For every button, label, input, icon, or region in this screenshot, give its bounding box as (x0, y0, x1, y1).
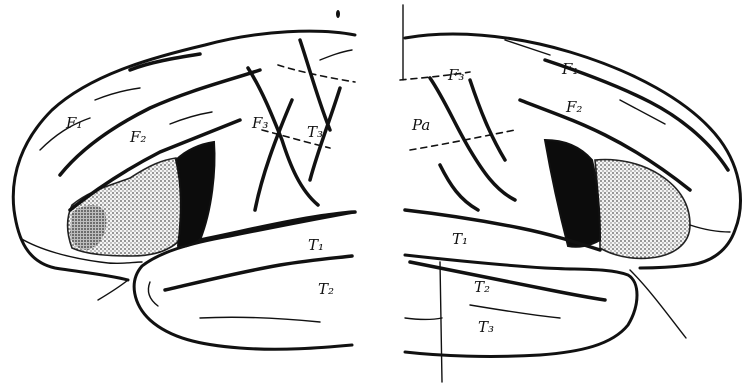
label-left-t1: T₁ (308, 236, 324, 254)
right-pointer-line (630, 270, 686, 338)
label-left-f3: F₃ (251, 114, 268, 132)
label-right-f1: F₁ (561, 60, 578, 78)
right-lesion-stippled (595, 160, 690, 259)
label-left-t3-upper: T₃ (307, 123, 323, 141)
label-right-f3: F₃ (447, 66, 464, 84)
label-right-f2: F₂ (565, 98, 582, 116)
left-sulcus-minor (95, 88, 140, 100)
left-sulcus (300, 40, 330, 130)
label-left-f1: F₁ (65, 114, 82, 132)
left-temporal-sulcus-minor (148, 282, 158, 306)
right-sulcus (470, 80, 505, 160)
left-lesion-black (176, 142, 214, 247)
right-sulcus-minor (690, 225, 730, 232)
right-hemisphere: F₃ F₁ F₂ Pa T₁ T₂ T₃ (400, 5, 740, 382)
right-temporal-sulcus-minor (470, 305, 560, 318)
left-hemisphere: F₁ F₂ F₃ T₃ T₁ T₂ (13, 10, 355, 349)
right-temporal-sulcus-minor (405, 318, 442, 320)
left-sulcus-minor (320, 50, 352, 60)
right-sulcus (430, 78, 515, 200)
left-pointer-line (98, 280, 128, 300)
left-sulcus-minor (170, 112, 212, 124)
label-right-t1: T₁ (452, 230, 468, 248)
label-right-t2: T₂ (474, 278, 490, 296)
left-dashed-boundary (278, 65, 355, 82)
right-vertical-line-bottom (440, 262, 442, 382)
label-left-f2: F₂ (129, 128, 146, 146)
right-sulcus-minor (620, 100, 665, 124)
left-top-mark (336, 10, 340, 18)
label-left-t2: T₂ (318, 280, 334, 298)
label-right-t3: T₃ (478, 318, 494, 336)
label-right-pa: Pa (411, 116, 430, 134)
left-temporal-sulcus-minor (200, 317, 320, 322)
right-sulcus (440, 165, 478, 210)
left-sulcus-minor (40, 118, 90, 150)
right-lesion-black (545, 140, 600, 247)
